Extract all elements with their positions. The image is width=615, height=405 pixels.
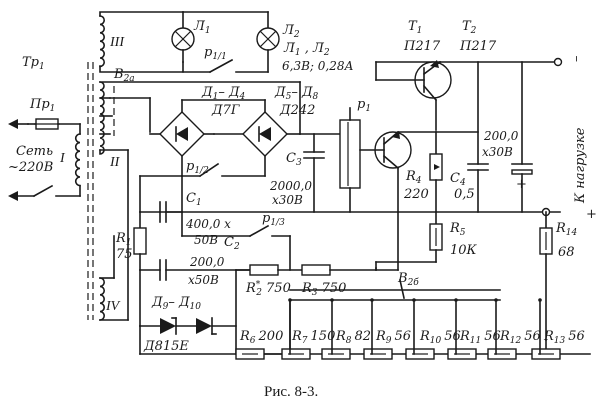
- r14-value: 68: [558, 245, 575, 260]
- c2-label: С2: [224, 235, 240, 252]
- d9-d10-type: Д815Е: [143, 339, 189, 354]
- winding-III-label: III: [109, 35, 125, 50]
- resistors-r2-r3: [235, 211, 399, 276]
- c5-plus: +: [516, 177, 527, 192]
- c2-value-2: х50В: [188, 273, 219, 287]
- bridge-d5-d8: [181, 81, 301, 177]
- b2b-label: В2б: [397, 271, 419, 288]
- relay-contact-p1-2: [198, 162, 220, 178]
- c1-value-1: 400,0 х: [185, 217, 231, 231]
- l2-label: Л2: [282, 23, 300, 40]
- capacitor-c4: [435, 61, 489, 213]
- resistor-r2: [249, 264, 279, 276]
- t1-label: Т1: [408, 19, 422, 36]
- relay-contact-p1-3: [248, 224, 270, 238]
- t1-type: П217: [403, 39, 441, 54]
- transformer-tr1: [74, 15, 105, 321]
- tr1-label: Тр1: [22, 55, 45, 72]
- c4-label: С4: [450, 171, 466, 188]
- c3-value-2: х30В: [272, 193, 303, 207]
- t2-type: П217: [459, 39, 497, 54]
- resistor-ladder: [235, 298, 591, 360]
- transistor-t2: [375, 60, 452, 131]
- minus-sign: –: [569, 55, 584, 62]
- b2a-label: В2а: [113, 67, 135, 84]
- reference-circuit: [99, 149, 291, 355]
- pr1-label: Пр1: [29, 97, 55, 114]
- plus-sign: +: [586, 207, 597, 222]
- mains-input: [8, 118, 81, 201]
- load-label: К нагрузке: [573, 127, 588, 204]
- r4-label: R4: [405, 169, 422, 186]
- mains-switch: [32, 184, 54, 198]
- capacitor-c3: [299, 133, 341, 213]
- zener-d9: [160, 318, 176, 334]
- c3-label: С3: [286, 151, 302, 168]
- c4-value: 0,5: [454, 187, 475, 202]
- d5-d8-type: Д242: [279, 103, 315, 118]
- r5-label: R5: [449, 221, 466, 238]
- relay-contact-p1-1: [208, 58, 234, 74]
- winding-IV-label: IV: [105, 299, 121, 314]
- resistor-r3: [301, 264, 331, 276]
- resistor-r5: [429, 211, 443, 263]
- resistor-r1: [133, 227, 147, 255]
- capacitor-output: [511, 61, 533, 213]
- resistor-r14: [539, 211, 553, 341]
- c5-value-2: х30В: [482, 145, 513, 159]
- r1-label: R1: [115, 231, 132, 248]
- d5-d8-label: Д5– Д8: [274, 85, 319, 102]
- d1-d4-type: Д7Г: [211, 103, 240, 118]
- bridge-d1-d4: [149, 97, 215, 177]
- zener-d10: [196, 318, 212, 334]
- c3-value-1: 2000,0: [269, 179, 312, 193]
- lamp-circuit: [99, 11, 280, 74]
- c2-value-1: 200,0: [189, 255, 225, 269]
- c1-label: С1: [186, 191, 202, 208]
- switch-b2a: [99, 81, 301, 136]
- c1-value-2: 50В: [194, 233, 218, 247]
- winding-I-label: I: [59, 151, 66, 166]
- mains-label-2: ~220В: [8, 160, 53, 175]
- c5-value-1: 200,0: [483, 129, 519, 143]
- d1-d4-label: Д1– Д4: [201, 85, 246, 102]
- d9-d10-label: Д9– Д10: [151, 295, 201, 312]
- l1-label: Л1: [193, 19, 211, 36]
- mains-label-1: Сеть: [16, 144, 53, 159]
- transistor-t1: [359, 130, 437, 213]
- relay-p1: [339, 107, 361, 213]
- p1-label: р1: [357, 97, 371, 114]
- p1-2-label: р1/2: [186, 159, 209, 176]
- r4-value: 220: [403, 187, 429, 202]
- lamps-label: Л1 , Л2: [283, 41, 330, 58]
- winding-II-label: II: [109, 155, 121, 170]
- r5-value: 10К: [450, 243, 478, 258]
- lamps-rating: 6,3В; 0,28А: [282, 59, 354, 73]
- switch-b2b: [289, 261, 501, 301]
- resistor-r4: [429, 131, 443, 213]
- r1-value: 75: [116, 247, 133, 262]
- p1-1-label: р1/1: [204, 45, 227, 62]
- t2-label: Т2: [462, 19, 477, 36]
- figure-caption: Рис. 8-3.: [264, 384, 318, 400]
- p1-3-label: р1/3: [262, 211, 285, 228]
- r14-label: R14: [555, 221, 578, 238]
- negative-terminal: [553, 57, 563, 67]
- relay-p1-coil: [339, 119, 361, 189]
